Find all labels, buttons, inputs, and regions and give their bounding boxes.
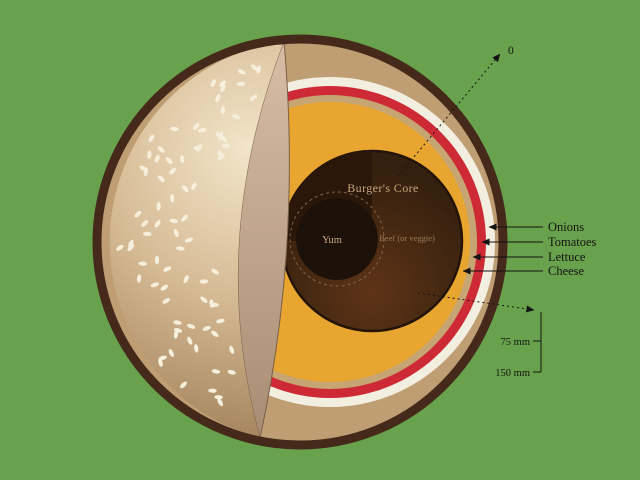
inner-core-dashed-ring	[289, 191, 385, 287]
sesame-seeds	[116, 64, 262, 407]
patty-core: Burger's Core Yum Beef (or veggie)	[280, 149, 464, 333]
surface-zero-line	[397, 53, 501, 177]
cheese-label: Cheese	[548, 264, 585, 278]
lettuce-label: Lettuce	[548, 250, 586, 264]
beef-label: Beef (or veggie)	[379, 233, 435, 243]
bun-exterior	[109, 41, 284, 438]
yum-label: Yum	[322, 235, 342, 246]
core-title-label: Burger's Core	[347, 181, 418, 195]
depth-150-label: 150 mm	[495, 368, 530, 379]
annotations: 0 Onions Tomatoes Lettuce Cheese 75 mm 1…	[397, 45, 597, 379]
onions-label: Onions	[548, 220, 584, 234]
inner-core	[296, 198, 378, 280]
depth-75-label: 75 mm	[501, 337, 530, 348]
tomatoes-label: Tomatoes	[548, 235, 597, 249]
surface-zero-label: 0	[508, 45, 514, 57]
depth-scale-bracket	[533, 312, 542, 373]
